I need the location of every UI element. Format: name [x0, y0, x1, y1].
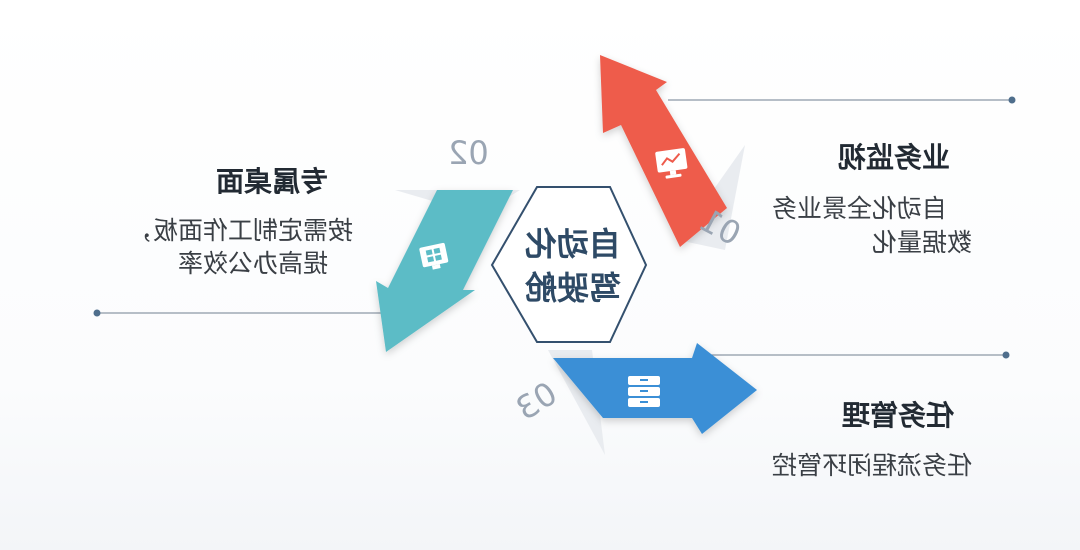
item-02-desc-line1: 按需定制工作面板，	[128, 216, 354, 245]
item-02-title: 专属桌面	[216, 165, 329, 198]
item-01-title: 业务监视	[838, 141, 951, 174]
item-03-desc-line1: 任务流程闭环管控	[772, 451, 973, 480]
center-title: 自动化 驾驶舱	[508, 222, 638, 310]
monitor-chart-icon	[655, 148, 688, 179]
step-number-02: 02	[448, 134, 489, 172]
center-hexagon	[490, 186, 648, 343]
center-title-line2: 驾驶舱	[525, 269, 622, 307]
connector-dot-02	[93, 309, 101, 317]
desktop-windows-icon	[419, 242, 449, 270]
item-02-desc-line2: 提高办公效率	[178, 249, 329, 278]
item-01-desc-line2: 数据量化	[872, 228, 973, 257]
center-title-line1: 自动化	[525, 225, 622, 263]
item-03-title: 任务管理	[842, 399, 955, 432]
cabinet-drawer-icon	[628, 376, 660, 407]
connector-dot-03	[1002, 351, 1010, 359]
arrow-02	[376, 190, 513, 352]
connector-dot-01	[1008, 96, 1016, 104]
item-01-desc-line1: 自动化全景业务	[772, 194, 948, 223]
